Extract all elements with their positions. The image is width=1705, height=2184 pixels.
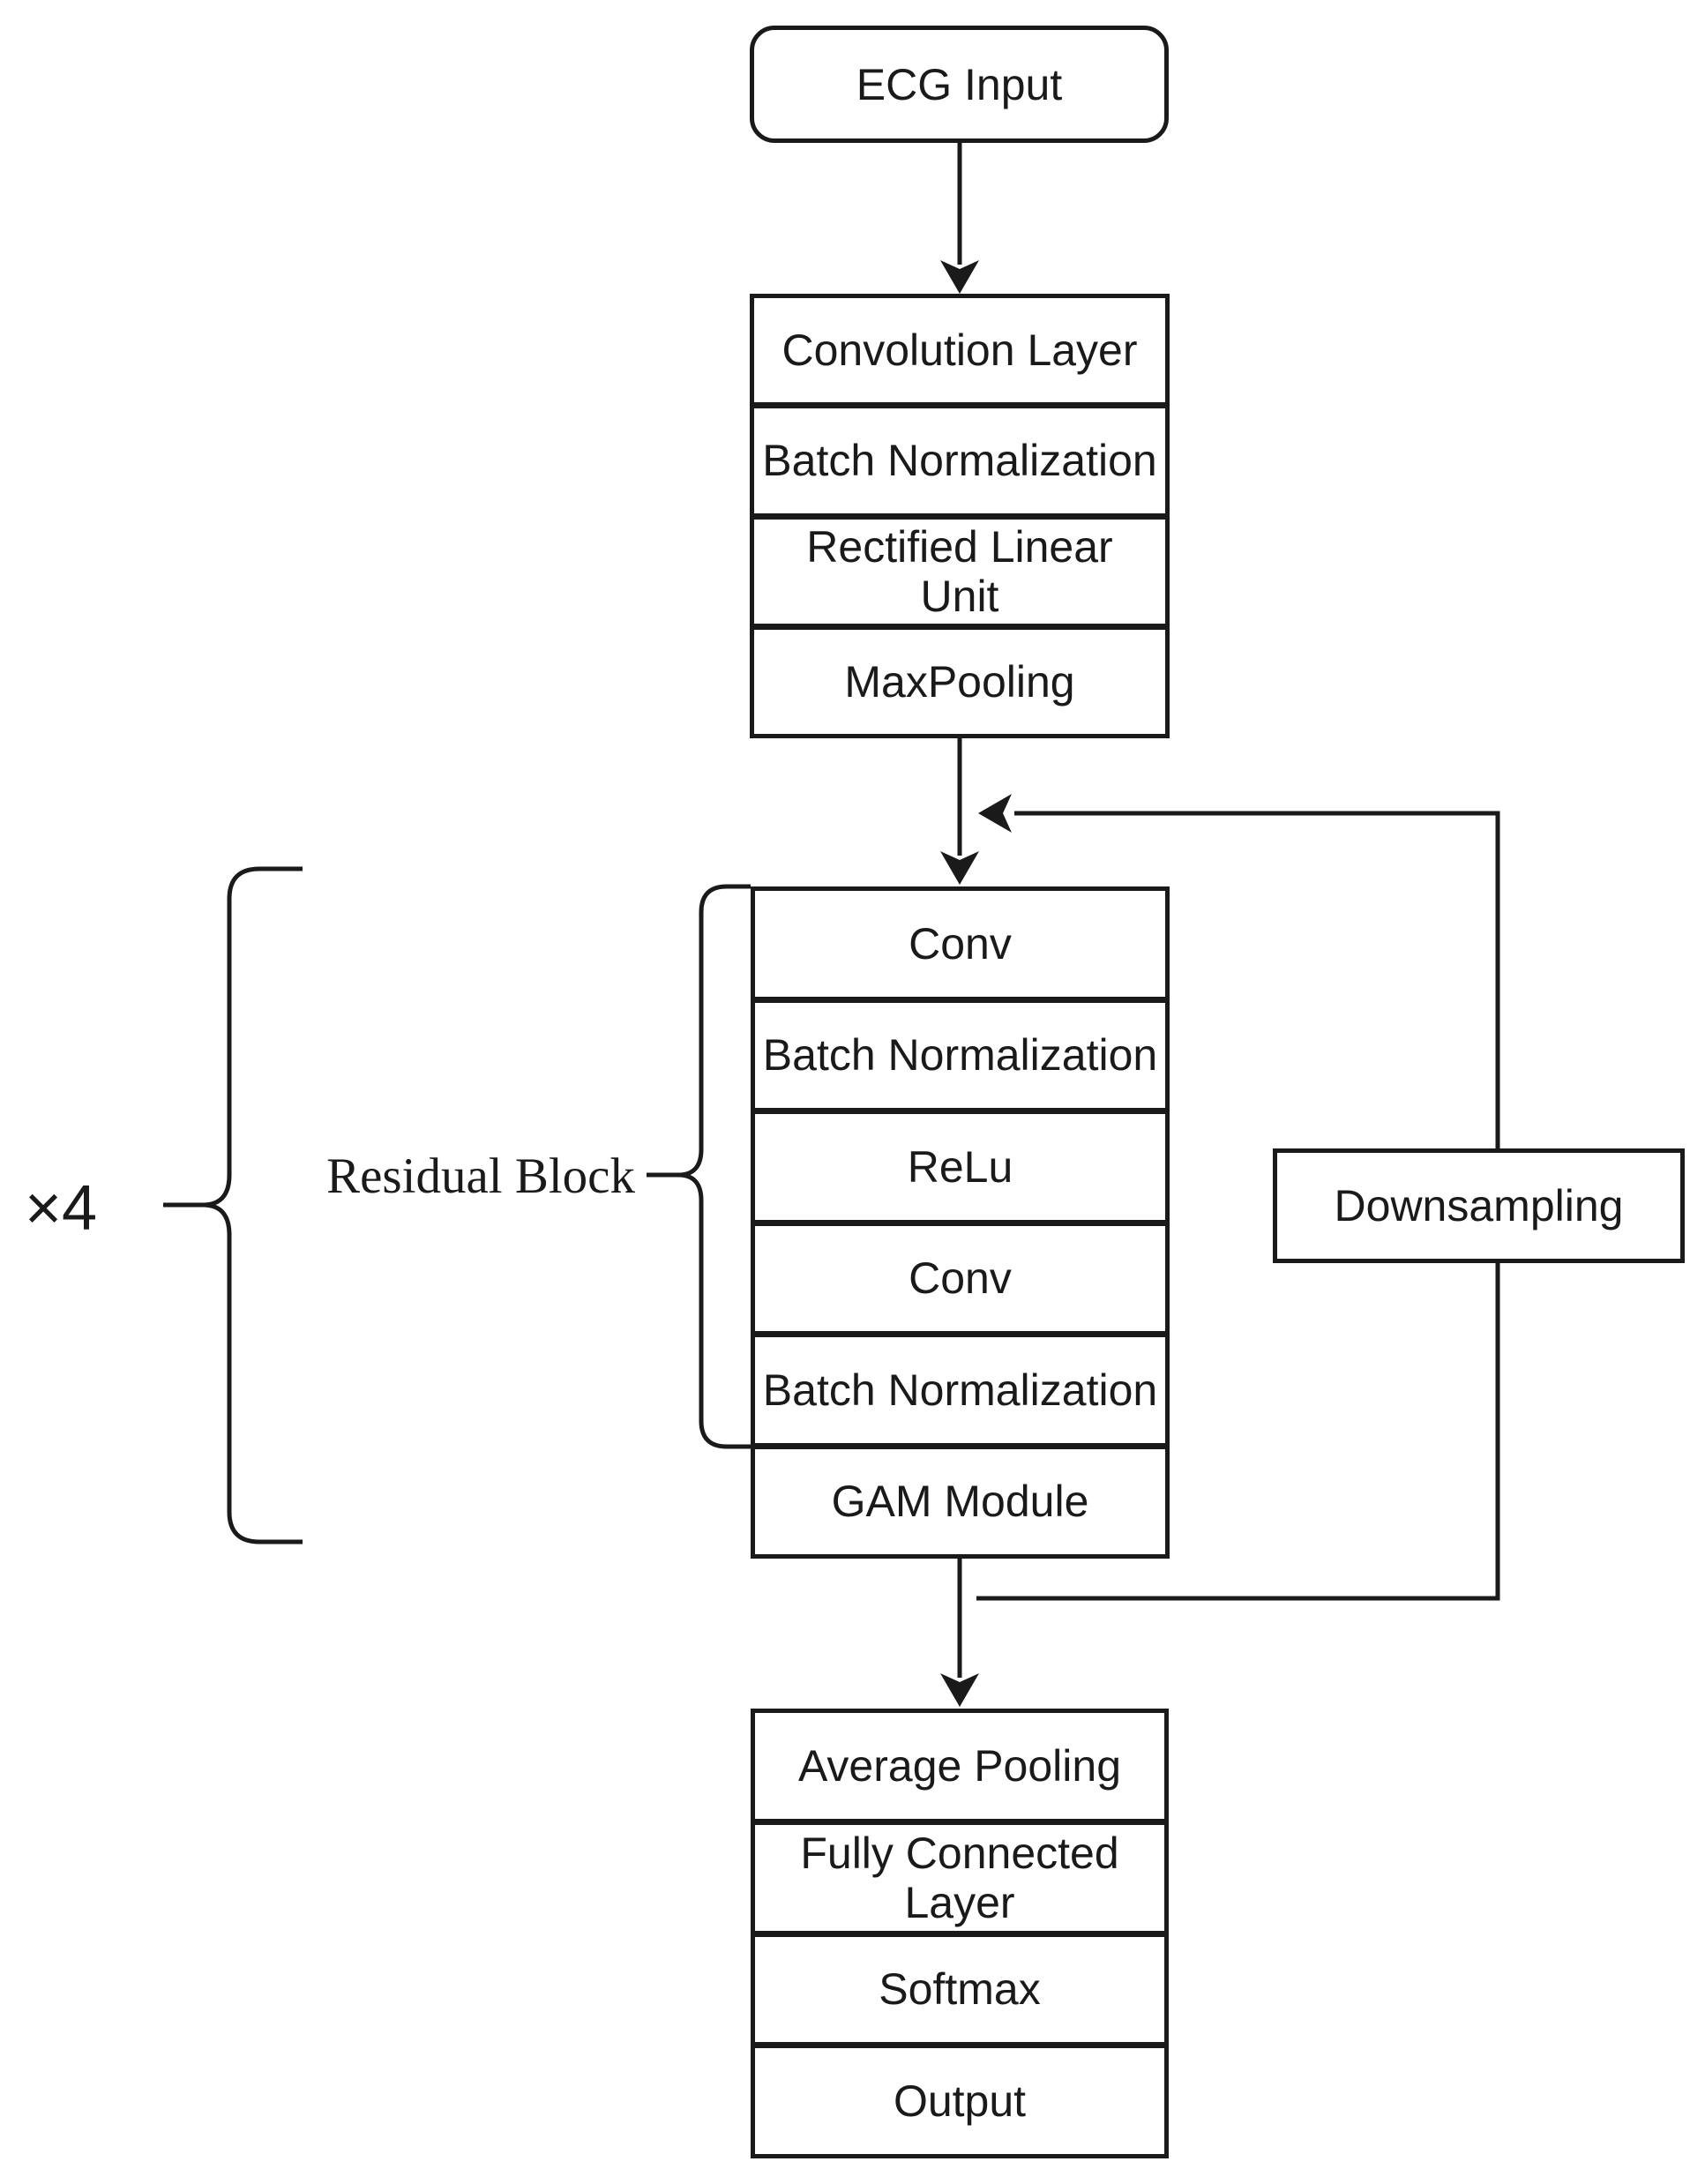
- residual-block-label: Residual Block: [326, 1148, 635, 1204]
- head-row-softmax: Softmax: [755, 1930, 1164, 2043]
- stem-row-rectified-linear-unit: Rectified Linear Unit: [754, 512, 1165, 624]
- stem-row-maxpooling: MaxPooling: [754, 623, 1165, 734]
- downsampling-box: Downsampling: [1273, 1148, 1685, 1263]
- arrowhead-into-residual: [940, 851, 979, 885]
- residual-row-conv-2: Conv: [755, 1219, 1165, 1332]
- arrowhead-into-head: [940, 1673, 979, 1707]
- repeat-multiplier-label: ×4: [24, 1173, 98, 1244]
- head-block: Average Pooling Fully Connected Layer So…: [751, 1709, 1169, 2158]
- residual-row-gam-module: GAM Module: [755, 1442, 1165, 1555]
- residual-row-conv-1: Conv: [909, 918, 1012, 969]
- head-row-output: Output: [755, 2042, 1164, 2154]
- ecg-input-box: ECG Input: [750, 26, 1169, 143]
- stem-row-convolution-layer: Convolution Layer: [781, 325, 1138, 376]
- residual-brace: [677, 884, 751, 1449]
- arrowhead-feedback-merge: [978, 794, 1012, 833]
- head-row-fully-connected-layer: Fully Connected Layer: [755, 1818, 1164, 1931]
- stem-row-batch-normalization: Batch Normalization: [754, 402, 1165, 512]
- residual-row-batch-normalization-1: Batch Normalization: [755, 996, 1165, 1109]
- downsampling-label: Downsampling: [1334, 1181, 1624, 1230]
- arrowhead-into-stem: [940, 260, 979, 294]
- residual-row-relu: ReLu: [755, 1108, 1165, 1220]
- ecg-input-label: ECG Input: [856, 59, 1063, 109]
- repeat-brace: [202, 866, 303, 1545]
- stem-block: Convolution Layer Batch Normalization Re…: [750, 294, 1170, 738]
- residual-row-batch-normalization-2: Batch Normalization: [755, 1331, 1165, 1443]
- head-row-average-pooling: Average Pooling: [797, 1740, 1121, 1791]
- residual-block: Conv Batch Normalization ReLu Conv Batch…: [751, 886, 1170, 1559]
